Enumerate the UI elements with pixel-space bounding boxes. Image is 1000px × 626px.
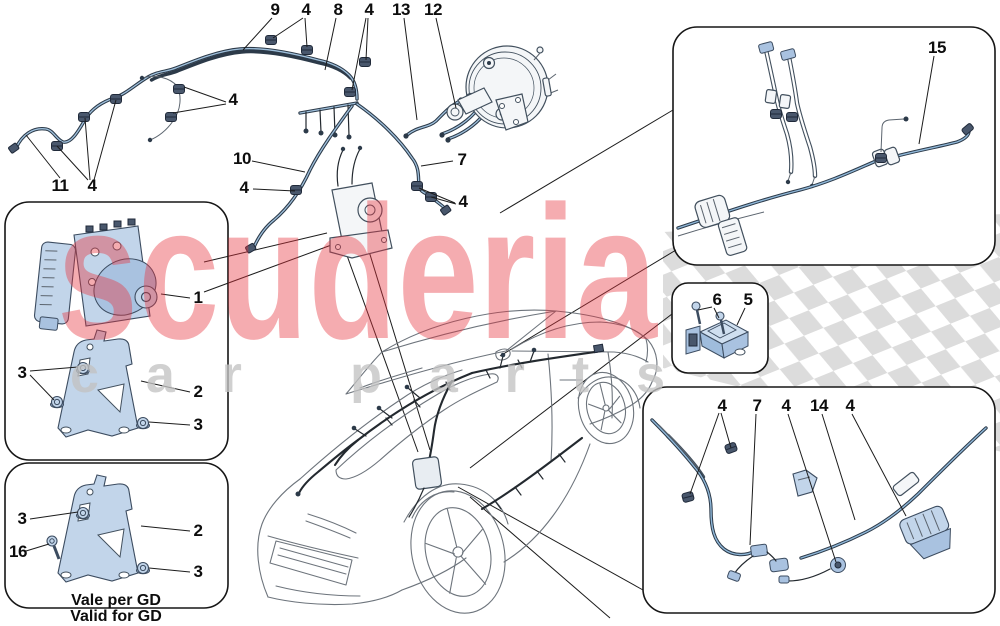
main-brake-pipes	[8, 35, 452, 254]
callout-4: 4	[781, 396, 791, 415]
callout-7: 7	[457, 150, 467, 169]
pipe-run-9	[8, 46, 359, 154]
inset-front-lines-content	[650, 418, 988, 584]
body-wiring-harness	[295, 343, 605, 518]
car-illustration	[257, 309, 658, 614]
callout-3: 3	[17, 363, 27, 382]
master-cylinder	[457, 87, 493, 115]
callout-16: 16	[9, 542, 27, 561]
inset-box-rear-lines	[672, 26, 996, 266]
abs-unit-location	[411, 456, 443, 490]
callout-15: 15	[928, 38, 946, 57]
callout-10: 10	[233, 149, 251, 168]
location-pointer-lines	[203, 109, 677, 619]
callout-9: 9	[270, 0, 280, 19]
pipe-clamp-front	[899, 505, 951, 560]
inset-bracket-gd-content	[46, 475, 150, 582]
callout-2: 2	[193, 382, 203, 401]
inset-rear-lines-content	[676, 41, 974, 256]
front-wheel	[410, 490, 506, 614]
bolt-16	[46, 535, 61, 560]
callout-4: 4	[239, 178, 249, 197]
callout-leader-lines	[25, 17, 935, 573]
callout-8: 8	[333, 0, 343, 19]
callout-3: 3	[193, 415, 203, 434]
callout-12: 12	[424, 0, 442, 19]
brake-booster	[446, 45, 559, 131]
callout-13: 13	[392, 0, 410, 19]
inset-box-front-lines	[642, 386, 996, 614]
callout-2: 2	[193, 521, 203, 540]
pipe-clamp-rail	[694, 194, 748, 256]
callout-4: 4	[301, 0, 311, 19]
callout-7: 7	[752, 396, 762, 415]
watermark-tagline: car parts	[70, 346, 665, 404]
callout-1: 1	[193, 288, 203, 307]
callout-5: 5	[743, 290, 753, 309]
callout-4: 4	[717, 396, 727, 415]
callout-4: 4	[228, 90, 238, 109]
callout-3: 3	[193, 562, 203, 581]
watermark-brand: scuderia	[57, 167, 658, 379]
note-valid-gd-italian: Vale per GD	[71, 592, 161, 609]
artwork	[8, 17, 988, 619]
watermark: scuderia car parts	[57, 167, 665, 404]
small-harness-top-left	[139, 75, 181, 143]
inset-yaw-sensor-content	[685, 301, 750, 359]
pipe-run-10	[245, 104, 354, 254]
inset-abs-content	[33, 218, 158, 437]
callout-4: 4	[845, 396, 855, 415]
callout-3: 3	[17, 509, 27, 528]
callout-11: 11	[51, 176, 69, 195]
callout-6: 6	[712, 290, 722, 309]
callout-4: 4	[87, 176, 97, 195]
callout-4: 4	[458, 192, 468, 211]
callout-4: 4	[364, 0, 374, 19]
abs-unit-main	[329, 145, 393, 259]
manifold-junction	[298, 101, 359, 140]
callout-14: 14	[810, 396, 828, 415]
note-valid-gd-english: Valid for GD	[70, 608, 162, 625]
rear-wheel	[577, 371, 635, 445]
